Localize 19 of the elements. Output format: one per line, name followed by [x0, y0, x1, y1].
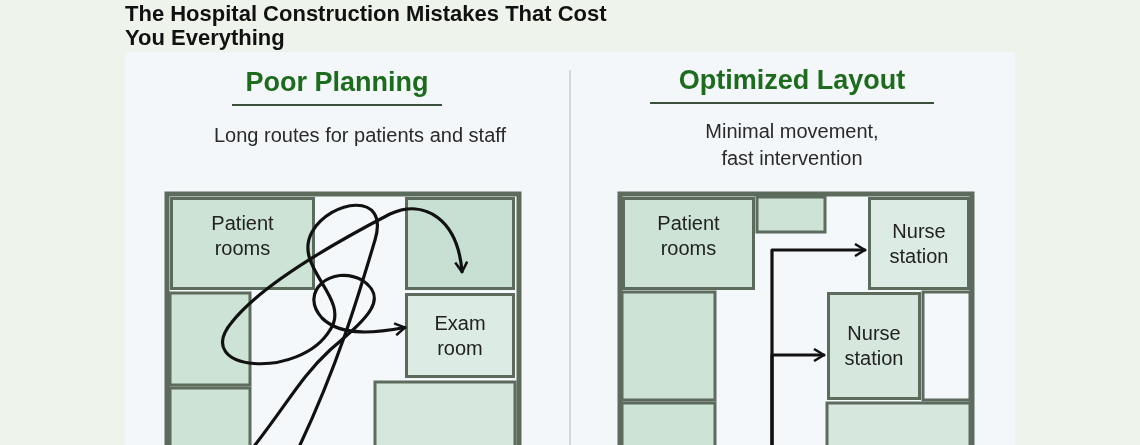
- room: [405, 197, 515, 290]
- room: [868, 197, 970, 290]
- room: [405, 293, 515, 378]
- arrow: [221, 203, 468, 445]
- title: The Hospital Construction Mistakes That Cost You Everything: [125, 2, 608, 50]
- section-subtitle: Minimal movement, fast intervention: [704, 119, 880, 171]
- section-subtitle: Long routes for patients and staff: [212, 123, 508, 148]
- room-label: Exam room: [433, 310, 487, 361]
- room: [827, 292, 921, 400]
- section-heading: Optimized Layout: [650, 62, 934, 104]
- room: [622, 197, 755, 290]
- arrow: [253, 273, 407, 445]
- room-label: Nurse station: [888, 218, 950, 269]
- room-label: Patient rooms: [656, 210, 721, 261]
- room-label: Nurse station: [843, 321, 905, 371]
- room: [170, 197, 315, 290]
- section-heading: Poor Planning: [232, 64, 442, 106]
- arrow: [770, 347, 826, 445]
- room-label: Patient rooms: [210, 210, 275, 261]
